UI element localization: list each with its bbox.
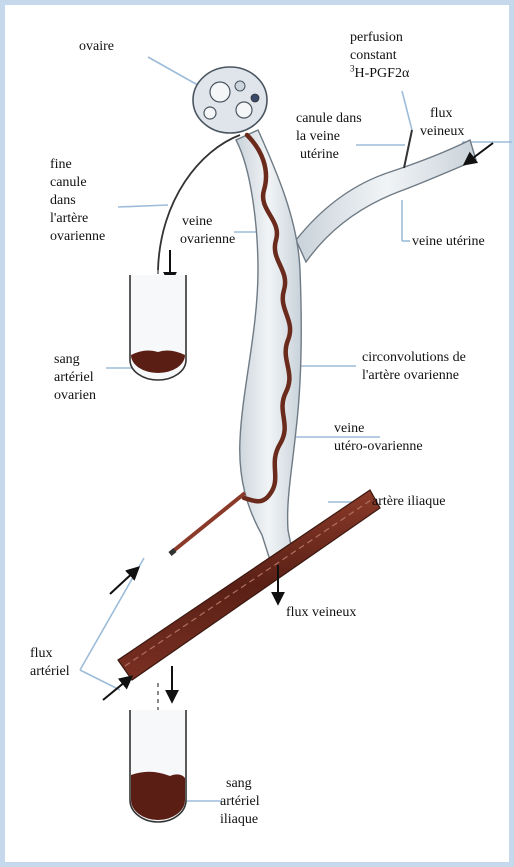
ovarian-blood-tube bbox=[130, 275, 186, 380]
label-ovaire: ovaire bbox=[79, 38, 114, 56]
uterine-vein-cannula bbox=[404, 130, 412, 168]
label-circonvolutions: circonvolutions de l'artère ovarienne bbox=[362, 349, 466, 385]
label-sang-ovarien: sang artériel ovarien bbox=[54, 351, 96, 405]
label-veine-uterine: veine utérine bbox=[412, 233, 485, 251]
arterial-cannula bbox=[172, 493, 245, 552]
ovarian-artery-cannula bbox=[158, 135, 240, 270]
label-canule-veine: canule dans la veine utérine bbox=[296, 110, 362, 164]
label-flux-arteriel: flux artériel bbox=[30, 645, 70, 681]
arrow-arterial-flow-upper bbox=[110, 568, 138, 594]
ovary bbox=[193, 67, 267, 133]
label-flux-veineux-bottom: flux veineux bbox=[286, 604, 356, 622]
iliac-artery bbox=[118, 490, 380, 680]
label-fine-canule: fine canule dans l'artère ovarienne bbox=[50, 156, 105, 246]
label-veine-ovarienne: veine ovarienne bbox=[180, 213, 235, 249]
label-artere-iliaque: artère iliaque bbox=[372, 493, 445, 511]
iliac-blood-tube bbox=[130, 710, 186, 822]
label-flux-veineux-top: flux veineux bbox=[420, 105, 464, 141]
label-perfusion: perfusion constant 3H-PGF2α bbox=[350, 29, 409, 83]
label-sang-iliaque: sang artériel iliaque bbox=[220, 775, 260, 829]
arrow-arterial-flow-lower bbox=[103, 677, 131, 700]
label-veine-utero-ovarienne: veine utéro-ovarienne bbox=[334, 420, 423, 456]
